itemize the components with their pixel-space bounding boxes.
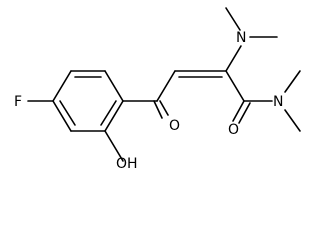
amide-co-bond [232,100,245,122]
ring-bond [52,100,72,132]
ketone-oxygen-label: O [169,118,180,134]
n-methyl-bond [284,70,301,93]
amide-nitrogen-label: N [273,94,283,110]
fluorine-label: F [14,94,22,110]
amide-oxygen-label: O [228,122,239,138]
molecule-drawing: F OH O N O N [14,7,301,172]
ring-bond [104,100,124,132]
ring-bond [104,70,124,102]
ketone-alkene-bond [156,70,176,102]
amine-nitrogen-label: N [236,30,246,46]
ring-bond-inner [59,100,76,126]
alkene-amide-bond [225,70,245,102]
aryl-ring [52,70,124,132]
ketone-double-bond [153,100,163,119]
c-oh-bond [104,130,124,162]
amide-co-bond-2 [238,102,251,124]
c-amine-bond [225,45,242,72]
n-methyl-bond [284,109,301,132]
structure-canvas: F OH O N O N [14,7,301,172]
hydroxyl-label: OH [116,156,138,172]
ring-bond [52,70,72,102]
ketone-double-bond-2 [159,100,169,116]
n-methyl-bond [225,7,241,31]
ring-bond-inner [100,100,117,126]
